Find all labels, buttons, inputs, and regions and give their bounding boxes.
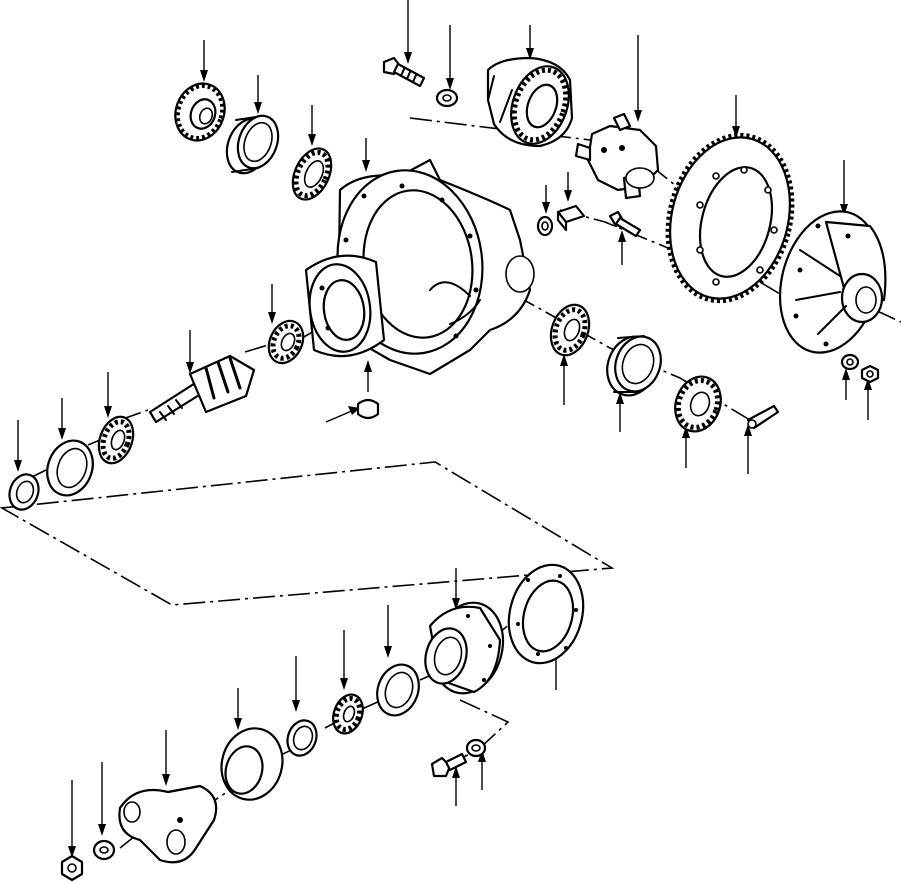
leader-14 [268,284,276,324]
leader-31 [292,656,300,712]
leader-5 [404,0,412,64]
carrier-bearing-cup-icon [606,335,662,397]
leader-2 [254,75,262,114]
leader-arrows [14,0,872,858]
inner-pinion-bearing-icon [267,319,305,365]
leader-32 [234,688,242,730]
leader-27 [452,568,460,610]
yoke-nut-icon [60,854,84,882]
bearing-cup-upper-icon [225,114,280,175]
pinion-shaft-icon [148,354,256,424]
leader-1 [200,40,208,82]
yoke-washer-icon [92,839,116,861]
leader-21 [560,354,568,405]
leader-36 [452,766,460,806]
gasket-icon [507,563,585,665]
lower-spacer-ring-icon [286,719,318,757]
bolt-mid-icon [608,210,642,238]
spider-cross-icon [574,112,660,200]
pinion-seal-ring-icon [8,473,40,511]
leader-30 [340,630,348,690]
leader-34 [98,762,106,836]
leader-12 [564,172,572,202]
retainer-housing-icon [424,601,505,695]
leader-15 [186,330,194,374]
leader-9 [732,95,740,138]
side-gear-lower-icon [674,375,722,433]
lower-bearing-cup-icon [376,663,420,717]
leader-22 [616,392,624,432]
leader-19 [364,360,372,392]
leader-17 [58,398,66,440]
plug-mid-icon [556,204,586,232]
side-gear-upper-icon [174,82,226,142]
hex-bolt-lower-icon [430,752,468,778]
drive-yoke-icon [118,784,218,864]
dust-shield-icon [220,727,284,801]
carrier-bearing-cone-icon [549,303,591,357]
leader-7 [526,25,534,60]
outer-pinion-cone-icon [97,415,135,465]
washer-top-icon [435,88,459,108]
leader-26 [864,378,872,420]
leader-20 [325,406,360,423]
differential-case-half-icon [486,56,574,148]
nut-right-icon [840,353,860,371]
outer-pinion-cup-icon [46,439,94,497]
leader-35 [68,780,76,858]
lock-pin-icon [746,404,780,430]
leader-33 [162,730,170,786]
case-flange-icon [778,210,887,354]
leader-37 [478,750,486,790]
fill-plug-icon [356,398,380,420]
leader-13 [618,230,626,265]
bearing-cone-upper-icon [291,147,333,201]
hex-bolt-top-icon [382,56,426,88]
washer-mid-icon [536,215,554,237]
washer-lower-icon [465,738,487,758]
leader-16 [104,372,112,418]
leader-23 [682,426,690,468]
leader-11 [542,185,550,214]
leader-8 [634,35,642,122]
leader-24 [744,424,752,474]
axle-housing-icon [304,158,535,376]
ring-gear-icon [665,132,795,304]
leader-3 [308,105,316,146]
leader-25 [842,368,850,400]
leader-4 [362,138,370,172]
leader-10 [840,160,848,216]
leader-29 [384,605,392,658]
washer-right-icon [860,364,880,384]
lower-bearing-cone-icon [332,693,364,735]
leader-6 [446,25,454,90]
leader-18 [14,420,22,472]
